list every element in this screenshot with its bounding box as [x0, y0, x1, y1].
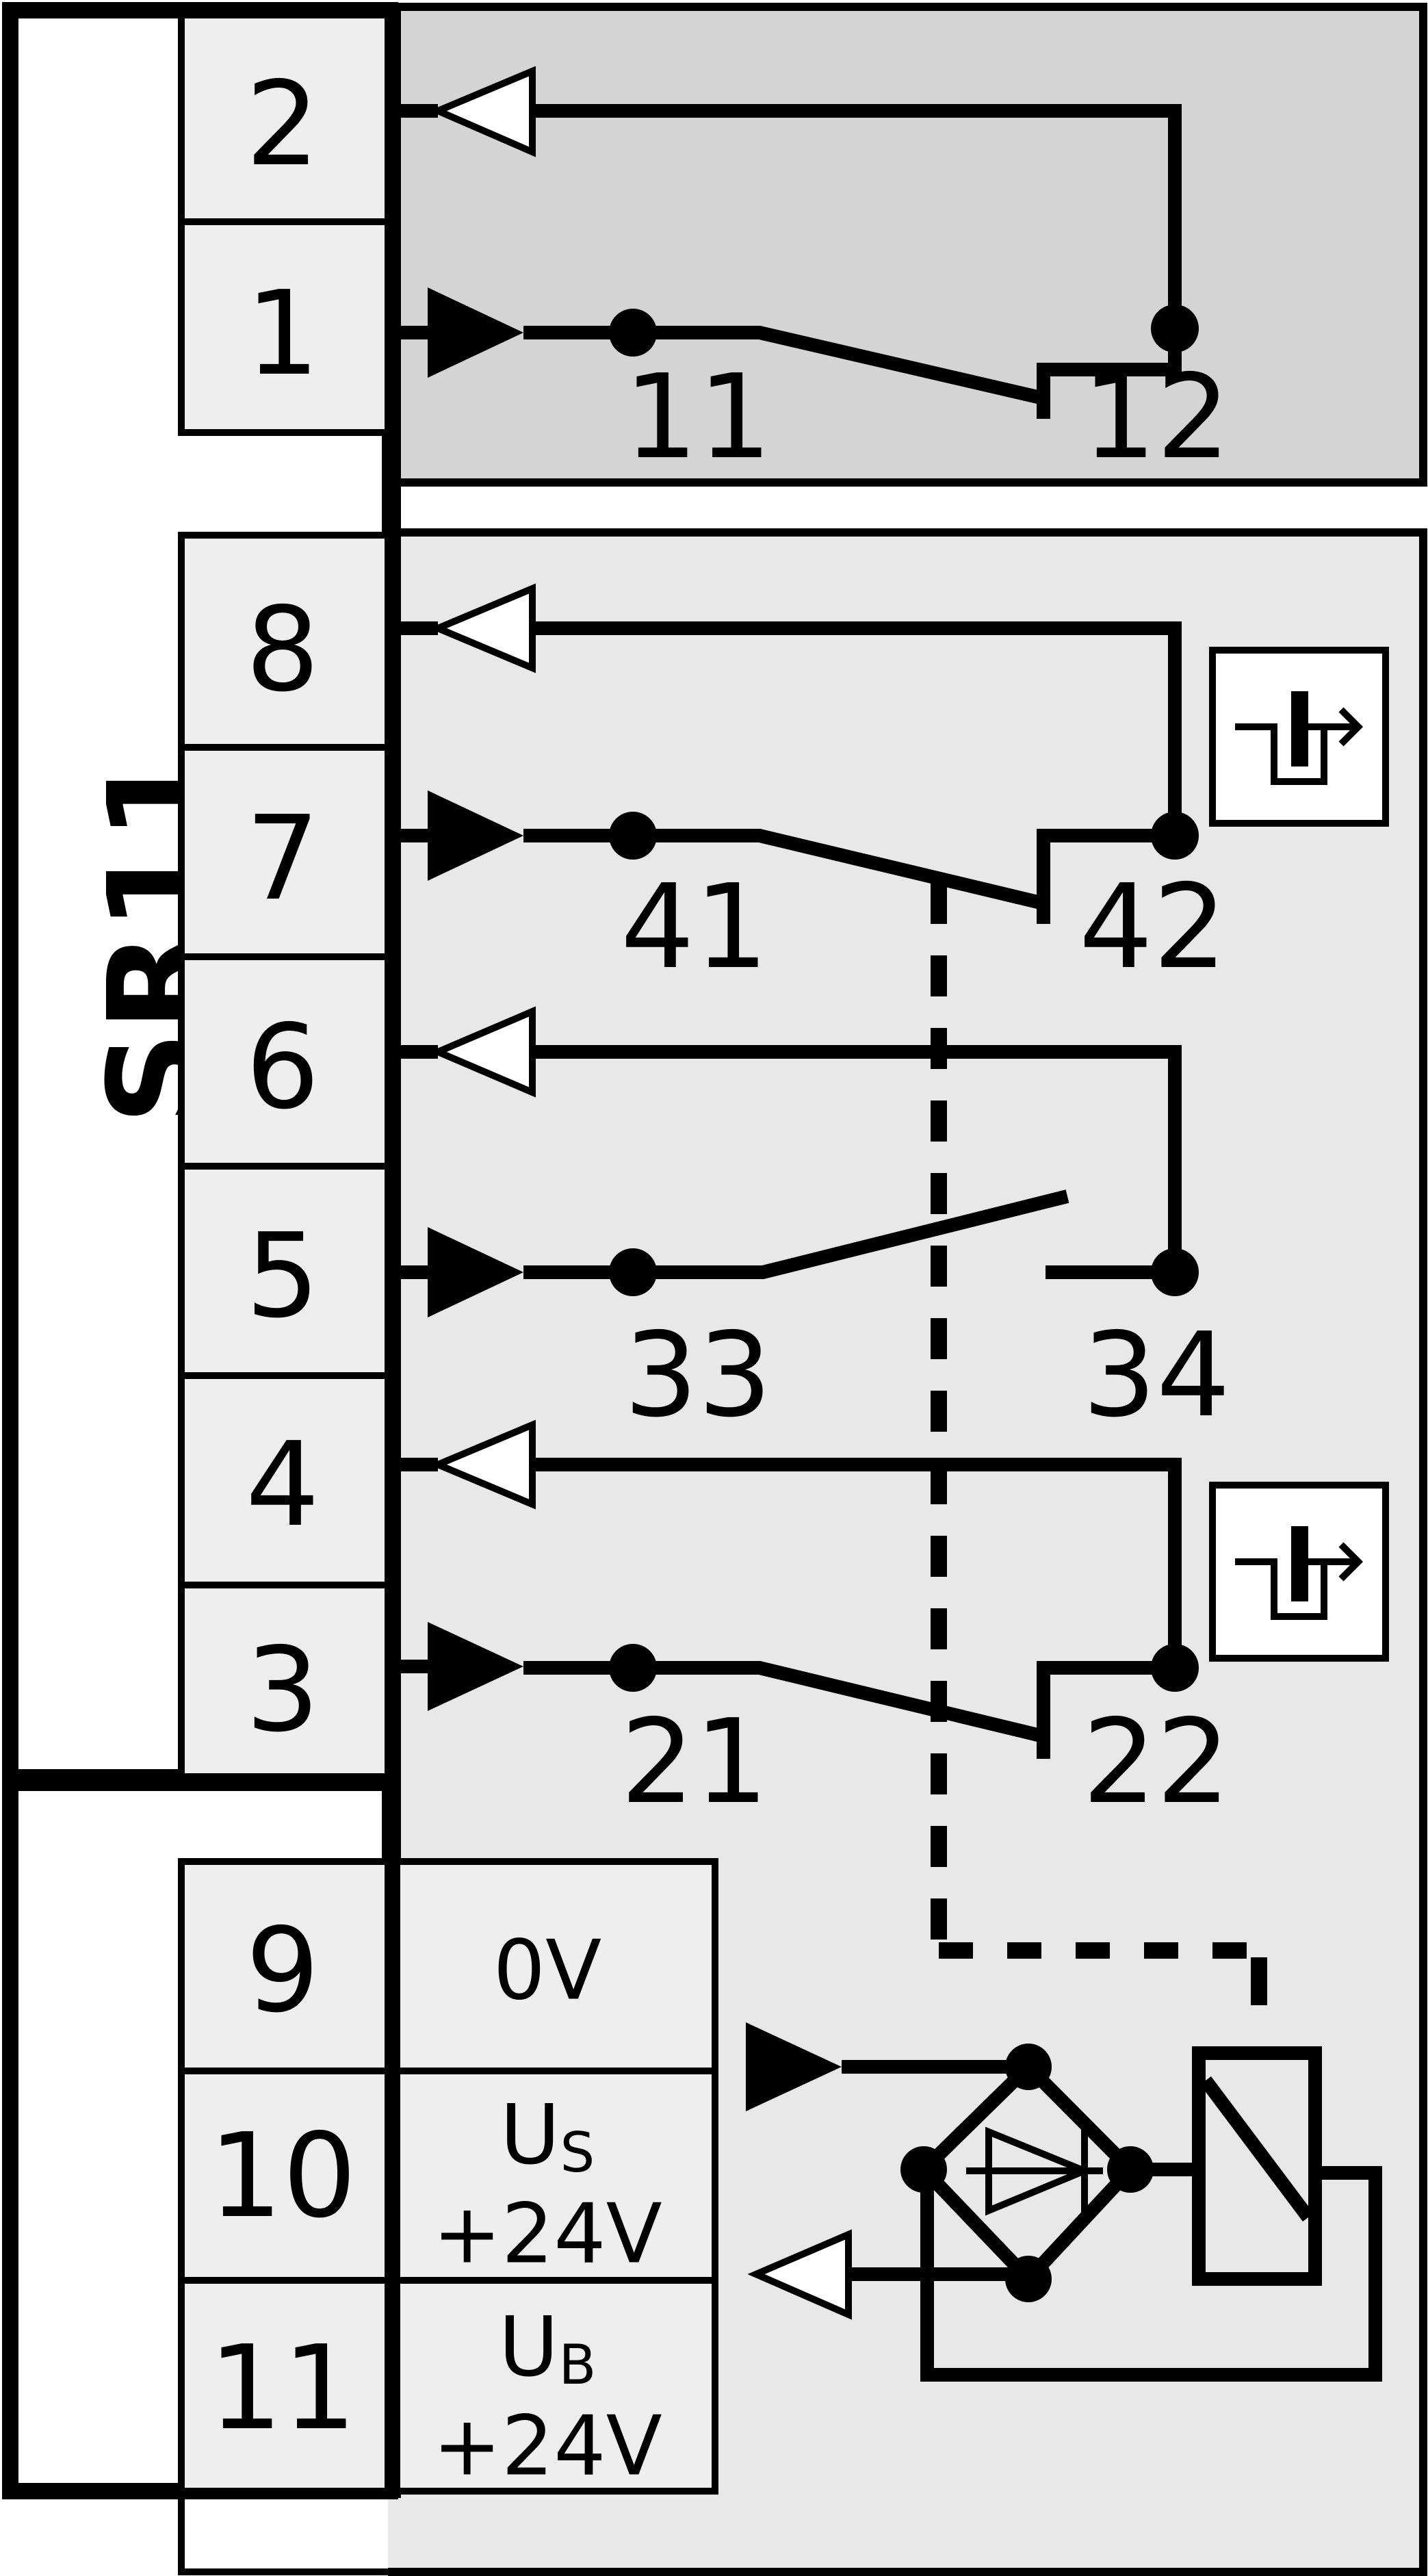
supply-ub-label: UB [499, 2300, 597, 2397]
main-panel-border [388, 528, 1427, 2576]
terminal-11: 11 [209, 2321, 356, 2456]
rectifier-diode [966, 2126, 1103, 2216]
terminal-1: 1 [246, 266, 320, 402]
contact-34: 34 [1082, 1308, 1230, 1443]
top-panel [384, 3, 1427, 487]
supply-0v-label: 0V [493, 1924, 601, 2019]
terminal-10: 10 [209, 2109, 356, 2244]
contact-42: 42 [1079, 860, 1227, 995]
contact-11: 11 [624, 350, 772, 485]
terminal-blocks [178, 12, 718, 2495]
input-arrow-1 [428, 287, 523, 378]
terminal-3: 3 [246, 1623, 320, 1758]
supply-ub-voltage: +24V [432, 2399, 662, 2495]
contact-22: 22 [1082, 1695, 1230, 1830]
input-arrows [428, 287, 842, 2111]
input-arrow-9 [746, 2022, 842, 2111]
terminal-9: 9 [246, 1903, 320, 2039]
input-arrow-3 [428, 1622, 523, 1711]
terminal-7: 7 [246, 791, 320, 927]
supply-us-label: US [500, 2088, 595, 2185]
contact-12: 12 [1082, 350, 1230, 485]
terminal-5: 5 [246, 1209, 320, 1344]
connection-dots [609, 305, 1199, 2302]
supply-ub-main: U [499, 2300, 559, 2395]
terminal-6: 6 [246, 1000, 320, 1135]
supply-us-sub: S [560, 2121, 595, 2185]
contact-33: 33 [624, 1308, 772, 1443]
contact-41: 41 [621, 860, 768, 995]
input-arrow-5 [428, 1227, 523, 1317]
supply-ub-sub: B [558, 2333, 596, 2397]
forced-guided-icon [1209, 647, 1389, 827]
supply-us-main: U [500, 2088, 560, 2183]
contact-21: 21 [621, 1695, 768, 1830]
forced-guided-icon [1209, 1482, 1389, 1662]
bottom-terminal-outline [178, 2491, 388, 2575]
supply-us-voltage: +24V [432, 2187, 662, 2282]
input-arrow-7 [428, 790, 523, 881]
mechanical-linkage [931, 883, 1267, 2005]
terminal-4: 4 [246, 1417, 320, 1553]
terminal-2: 2 [246, 57, 320, 192]
terminal-8: 8 [246, 582, 320, 718]
wiring [388, 104, 1382, 2382]
